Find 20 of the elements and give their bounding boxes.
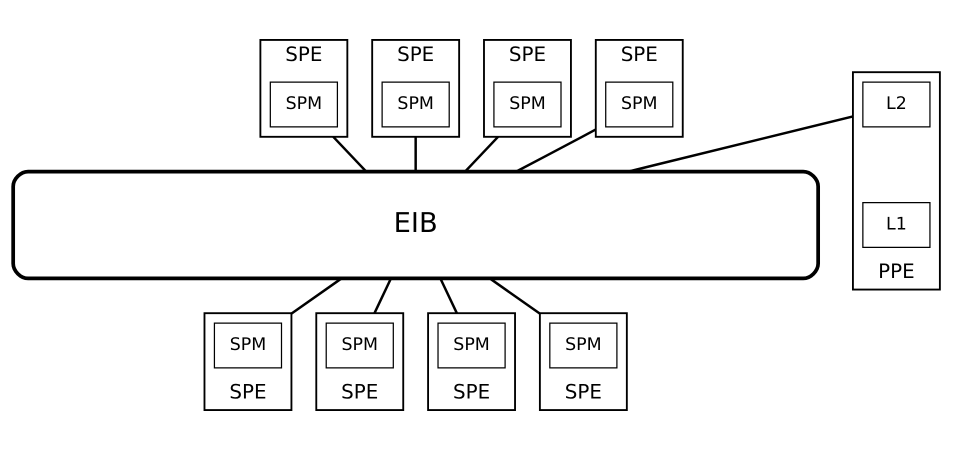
connector — [290, 277, 342, 314]
node-box: SPM — [270, 81, 338, 127]
node-box: SPM — [214, 322, 282, 368]
node-box: SPM — [382, 81, 450, 127]
node-box: EIB — [11, 169, 820, 280]
connector — [628, 114, 854, 172]
node-box: SPM — [605, 81, 674, 127]
node-box: L2 — [862, 81, 931, 127]
connector — [439, 278, 458, 314]
node-box: SPM — [549, 322, 618, 368]
connector — [464, 135, 499, 172]
node-box: L1 — [862, 202, 931, 248]
connector — [332, 135, 367, 172]
connector — [373, 278, 392, 314]
node-box: SPM — [493, 81, 562, 127]
connector — [489, 277, 541, 314]
node-box: SPM — [326, 322, 394, 368]
connector — [414, 136, 417, 171]
connector — [516, 128, 596, 172]
node-box: SPM — [437, 322, 506, 368]
